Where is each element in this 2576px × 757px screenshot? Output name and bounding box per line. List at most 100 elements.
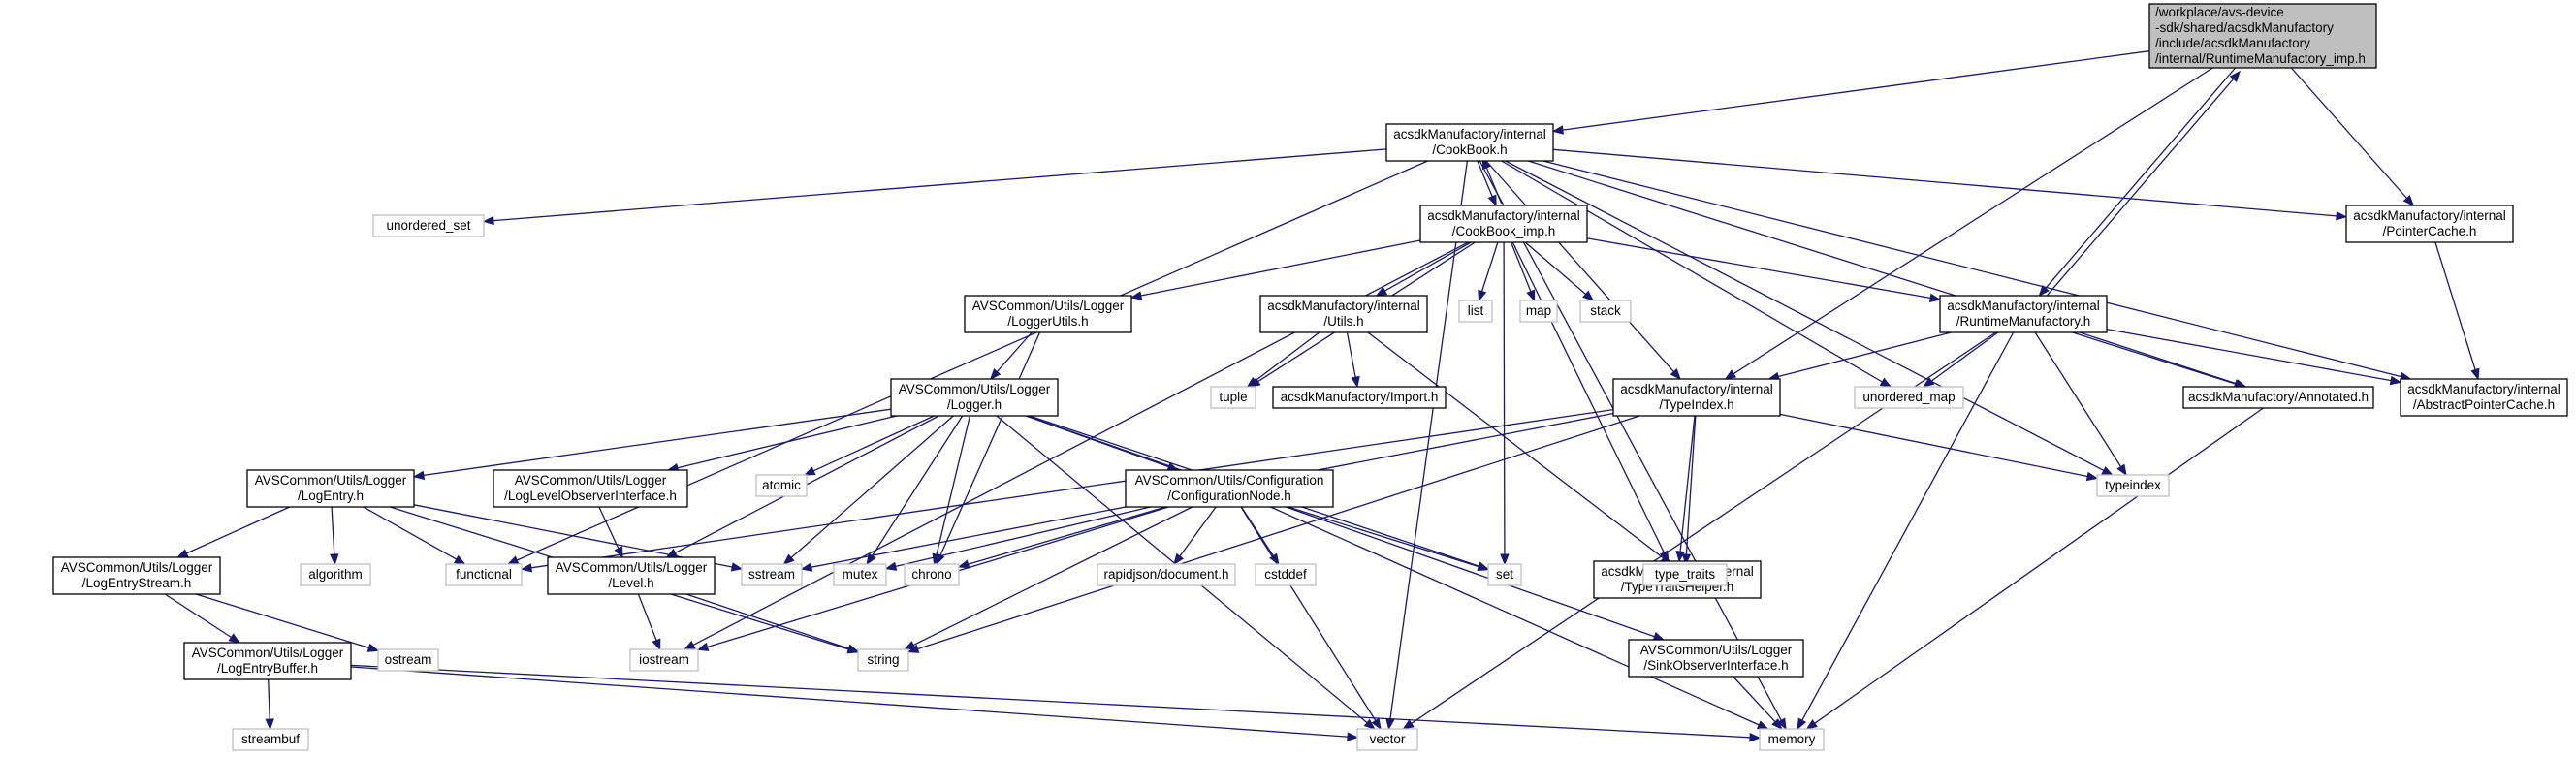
node-label-line: /Utils.h: [1323, 314, 1363, 329]
node-chrono: chrono: [904, 563, 960, 586]
edge-arrowhead: [330, 553, 339, 566]
node-label-line: /LogEntryBuffer.h: [217, 661, 318, 676]
edge-line: [1562, 50, 2150, 131]
node-logentrybuffer[interactable]: AVSCommon/Utils/Logger/LogEntryBuffer.h: [183, 642, 352, 680]
edge-line: [1140, 239, 1421, 297]
edge-loggerutils-to-logger: [989, 331, 1033, 381]
edge-arrowhead: [1385, 717, 1395, 731]
edge-line: [1389, 160, 1469, 720]
node-box: [964, 295, 1132, 333]
edge-line: [677, 415, 898, 469]
node-logentrystream[interactable]: AVSCommon/Utils/Logger/LogEntryStream.h: [52, 556, 221, 595]
edge-line: [363, 506, 458, 560]
edge-line: [1255, 331, 1320, 382]
node-import[interactable]: acsdkManufactory/Import.h: [1272, 386, 1447, 409]
node-abstractpointercache[interactable]: acsdkManufactory/internal/AbstractPointe…: [2400, 378, 2568, 417]
edge-cookbook-to-unordered_map: [1501, 160, 1892, 388]
node-label-line: streambuf: [241, 732, 300, 746]
node-box: [1642, 563, 1728, 586]
node-label-line: /LogLevelObserverInterface.h: [504, 489, 677, 503]
node-typeindex-h[interactable]: acsdkManufactory/internal/TypeIndex.h: [1612, 378, 1781, 417]
node-logger[interactable]: AVSCommon/Utils/Logger/Logger.h: [890, 378, 1059, 417]
edge-arrowhead: [957, 559, 970, 569]
node-sinkobserver[interactable]: AVSCommon/Utils/Logger/SinkObserverInter…: [1628, 639, 1804, 678]
node-label-line: rapidjson/document.h: [1103, 567, 1228, 582]
edge-line: [1505, 160, 2105, 471]
node-layer: /workplace/avs-device-sdk/shared/acsdkMa…: [52, 3, 2568, 751]
node-utils[interactable]: acsdkManufactory/internal/Utils.h: [1259, 295, 1428, 333]
node-box: [1759, 728, 1825, 751]
node-box: [857, 648, 909, 672]
node-box: [2148, 3, 2377, 69]
edge-arrowhead: [696, 642, 710, 651]
edge-runtimemanufactory-to-unordered_map: [1923, 331, 1999, 388]
node-label-line: AVSCommon/Utils/Logger: [61, 560, 213, 575]
node-label-line: /CookBook.h: [1432, 142, 1507, 157]
node-box: [183, 642, 352, 680]
edge-logger-to-chrono: [932, 415, 971, 566]
node-box: [493, 469, 688, 508]
edge-typeindex_h-to-type_traits: [1681, 415, 1697, 566]
edge-line: [195, 593, 369, 649]
edge-arrowhead: [175, 549, 189, 558]
edge-root-to-typeindex_h: [1724, 67, 2213, 380]
node-pointercache[interactable]: acsdkManufactory/internal/PointerCache.h: [2345, 205, 2514, 243]
node-runtimemanufactory[interactable]: acsdkManufactory/internal/RuntimeManufac…: [1939, 295, 2108, 333]
node-label-line: list: [1468, 303, 1484, 318]
edge-line: [2043, 79, 2235, 300]
node-label-line: iostream: [639, 652, 689, 667]
edge-arrowhead: [1478, 289, 1487, 302]
node-label-line: AVSCommon/Utils/Logger: [972, 299, 1125, 313]
edge-cookbook-to-vector: [1385, 160, 1469, 731]
node-box: [1628, 639, 1804, 678]
node-box: [2400, 378, 2568, 417]
edge-line: [1179, 506, 1217, 557]
edge-line: [1384, 241, 1472, 292]
node-level[interactable]: AVSCommon/Utils/Logger/Level.h: [547, 556, 716, 595]
node-label-line: typeindex: [2105, 478, 2161, 492]
edge-configurationnode-to-string: [903, 506, 1193, 650]
edge-logger-to-logentry: [412, 408, 892, 481]
node-label-line: acsdkManufactory/internal: [1267, 299, 1420, 313]
edge-line: [1586, 237, 1931, 300]
edge-arrowhead: [1551, 125, 1564, 135]
edge-arrowhead: [2085, 471, 2099, 482]
node-label-line: /LoggerUtils.h: [1007, 314, 1088, 329]
node-loglevelobserver[interactable]: AVSCommon/Utils/Logger/LogLevelObserverI…: [493, 469, 688, 508]
node-cookbook-imp[interactable]: acsdkManufactory/internal/CookBook_imp.h: [1419, 205, 1588, 243]
node-root[interactable]: /workplace/avs-device-sdk/shared/acsdkMa…: [2148, 3, 2377, 69]
node-box: [232, 728, 309, 751]
node-logentry[interactable]: AVSCommon/Utils/Logger/LogEntry.h: [246, 469, 415, 508]
edge-cookbook_imp-to-stack: [1524, 241, 1595, 301]
node-label-line: /AbstractPointerCache.h: [2413, 397, 2555, 412]
edge-arrowhead: [803, 466, 816, 476]
edge-line: [413, 504, 733, 568]
node-type-traits: type_traits: [1642, 563, 1728, 586]
edge-arrowhead: [265, 718, 274, 731]
edge-logentry-to-sstream: [413, 504, 744, 572]
node-label-line: -sdk/shared/acsdkManufactory: [2155, 20, 2334, 35]
node-set: set: [1487, 563, 1522, 586]
node-cookbook[interactable]: acsdkManufactory/internal/CookBook.h: [1385, 123, 1554, 162]
edge-line: [1801, 331, 2015, 721]
node-label-line: acsdkManufactory/internal: [1947, 299, 2100, 313]
edge-line: [968, 506, 1166, 565]
node-box: [300, 563, 371, 586]
node-streambuf: streambuf: [232, 728, 309, 751]
node-loggerutils[interactable]: AVSCommon/Utils/Logger/LoggerUtils.h: [964, 295, 1132, 333]
node-annotated[interactable]: acsdkManufactory/Annotated.h: [2182, 386, 2374, 409]
edge-logentrystream-to-ostream: [195, 593, 380, 652]
node-algorithm: algorithm: [300, 563, 371, 586]
node-string: string: [857, 648, 909, 672]
node-atomic: atomic: [755, 474, 808, 497]
node-functional: functional: [445, 563, 523, 586]
edge-root-to-cookbook: [1551, 50, 2150, 135]
edge-arrowhead: [1487, 194, 1497, 207]
node-label-line: /internal/RuntimeManufactory_imp.h: [2155, 51, 2366, 66]
node-box: [741, 563, 803, 586]
edge-arrowhead: [903, 641, 916, 650]
edge-line: [1779, 413, 2088, 478]
node-configurationnode[interactable]: AVSCommon/Utils/Configuration/Configurat…: [1125, 469, 1334, 508]
edge-line: [895, 506, 1151, 568]
